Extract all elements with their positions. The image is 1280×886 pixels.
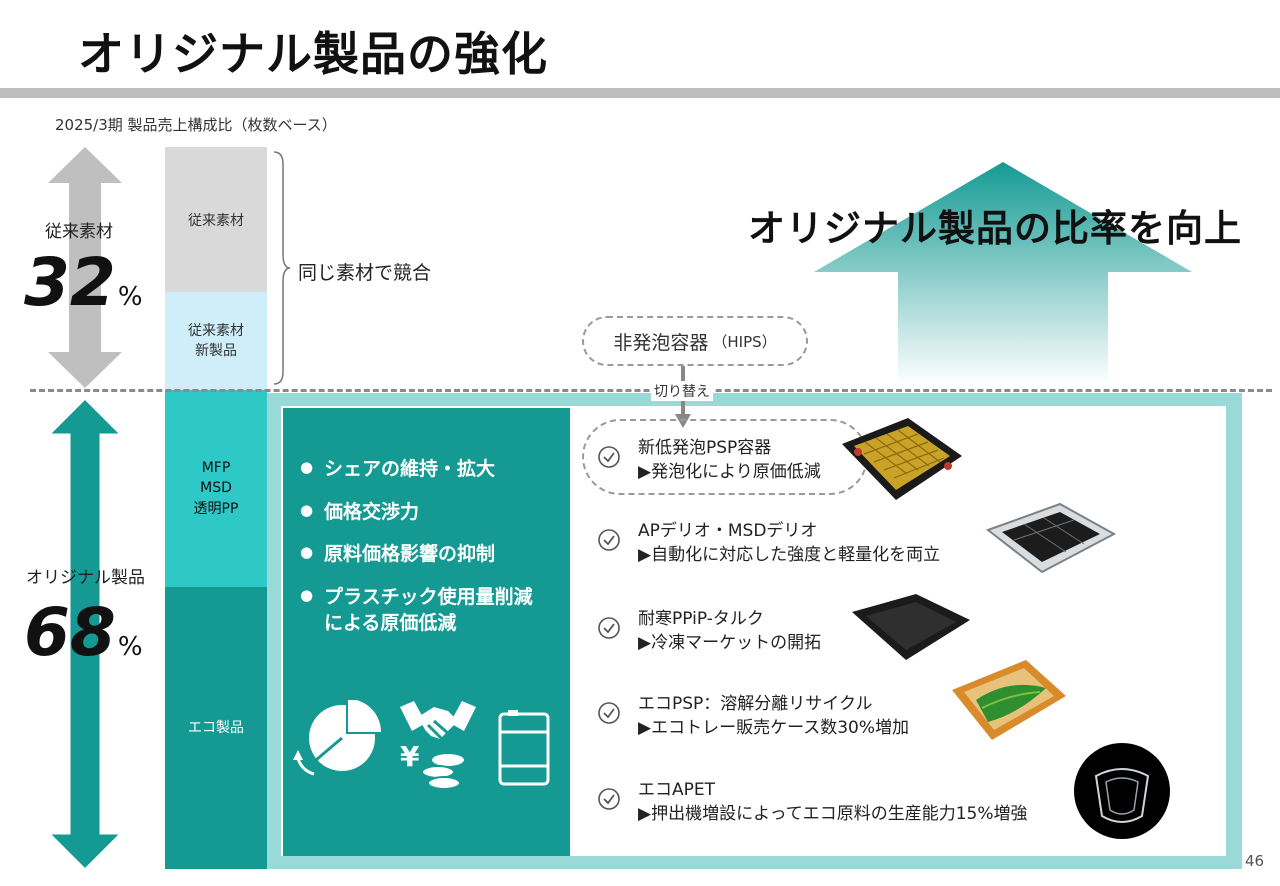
original-percentage: 68% bbox=[24, 600, 143, 666]
product-item: 新低発泡PSP容器 ▶発泡化により原価低減 bbox=[592, 433, 1062, 483]
product-name: 耐寒PPiP-タルク bbox=[638, 609, 764, 629]
conventional-pct-value: 32 bbox=[24, 244, 116, 321]
product-name: 新低発泡PSP容器 bbox=[638, 438, 772, 458]
product-desc: ▶冷凍マーケットの開拓 bbox=[638, 633, 822, 653]
benefit-item: 価格交渉力 bbox=[300, 499, 533, 526]
pct-unit: % bbox=[117, 632, 143, 662]
product-desc: ▶エコトレー販売ケース数30%増加 bbox=[638, 718, 910, 738]
check-circle-icon bbox=[598, 702, 620, 724]
ppip-container-image bbox=[852, 594, 970, 660]
hips-pill: 非発泡容器（HIPS） bbox=[582, 316, 808, 366]
ap-delio-image bbox=[985, 502, 1117, 574]
hips-sub: （HIPS） bbox=[712, 332, 777, 351]
gray-double-arrow bbox=[48, 147, 122, 388]
product-item: エコAPET ▶押出機増設によってエコ原料の生産能力15%増強 bbox=[592, 775, 1062, 825]
pie-chart-icon bbox=[293, 700, 381, 776]
eco-psp-tray-image bbox=[952, 660, 1066, 740]
segment-label: 従来素材 bbox=[188, 213, 244, 229]
segment-mfp-msd-pp: MFP MSD 透明PP bbox=[165, 390, 267, 587]
coins-icon bbox=[421, 754, 464, 790]
original-pct-value: 68 bbox=[24, 594, 116, 671]
benefit-list: シェアの維持・拡大 価格交渉力 原料価格影響の抑制 プラスチック使用量削減 によ… bbox=[300, 456, 533, 653]
check-circle-icon bbox=[598, 617, 620, 639]
teal-double-arrow bbox=[44, 395, 126, 873]
hips-label: 非発泡容器 bbox=[613, 331, 709, 354]
product-name: エコAPET bbox=[638, 780, 716, 800]
product-desc: ▶自動化に対応した強度と軽量化を両立 bbox=[638, 545, 941, 565]
check-circle-icon bbox=[598, 788, 620, 810]
switch-label: 切り替え bbox=[651, 381, 713, 401]
headline: オリジナル製品の比率を向上 bbox=[748, 207, 1242, 250]
segment-conventional: 従来素材 bbox=[165, 147, 267, 292]
check-circle-icon bbox=[598, 446, 620, 468]
chart-subtitle: 2025/3期 製品売上構成比（枚数ベース） bbox=[55, 116, 337, 134]
benefit-item: プラスチック使用量削減 による原価低減 bbox=[300, 584, 533, 637]
oil-barrel-icon bbox=[498, 710, 550, 786]
conventional-material-label: 従来素材 bbox=[45, 222, 113, 242]
product-item: エコPSP：溶解分離リサイクル ▶エコトレー販売ケース数30%増加 bbox=[592, 689, 1062, 739]
pct-unit: % bbox=[117, 282, 143, 312]
product-item: 耐寒PPiP-タルク ▶冷凍マーケットの開拓 bbox=[592, 604, 1062, 654]
page-title: オリジナル製品の強化 bbox=[78, 27, 548, 81]
psp-tray-image bbox=[842, 418, 962, 500]
segment-label: 従来素材 新製品 bbox=[188, 322, 244, 359]
conventional-percentage: 32% bbox=[24, 250, 143, 316]
product-name: エコPSP：溶解分離リサイクル bbox=[638, 694, 873, 714]
brace-label: 同じ素材で競合 bbox=[298, 262, 432, 284]
page-number: 46 bbox=[1245, 852, 1265, 870]
check-circle-icon bbox=[598, 529, 620, 551]
product-name: APデリオ・MSDデリオ bbox=[638, 521, 818, 541]
segment-eco: エコ製品 bbox=[165, 587, 267, 869]
product-item: APデリオ・MSDデリオ ▶自動化に対応した強度と軽量化を両立 bbox=[592, 516, 1062, 566]
segment-label: エコ製品 bbox=[188, 719, 244, 736]
original-product-label: オリジナル製品 bbox=[26, 568, 145, 588]
product-desc: ▶発泡化により原価低減 bbox=[638, 462, 821, 482]
handshake-icon bbox=[400, 701, 476, 747]
segment-label: MFP MSD 透明PP bbox=[193, 460, 239, 517]
title-divider bbox=[0, 88, 1280, 98]
benefit-item: 原料価格影響の抑制 bbox=[300, 541, 533, 568]
eco-apet-cup-image bbox=[1074, 743, 1170, 839]
segment-conventional-new: 従来素材 新製品 bbox=[165, 292, 267, 390]
benefit-item: シェアの維持・拡大 bbox=[300, 456, 533, 483]
up-arrow bbox=[814, 162, 1192, 385]
brace-icon bbox=[273, 151, 291, 385]
product-desc: ▶押出機増設によってエコ原料の生産能力15%増強 bbox=[638, 804, 1028, 824]
yen-coins-icon: ¥ bbox=[400, 740, 420, 773]
